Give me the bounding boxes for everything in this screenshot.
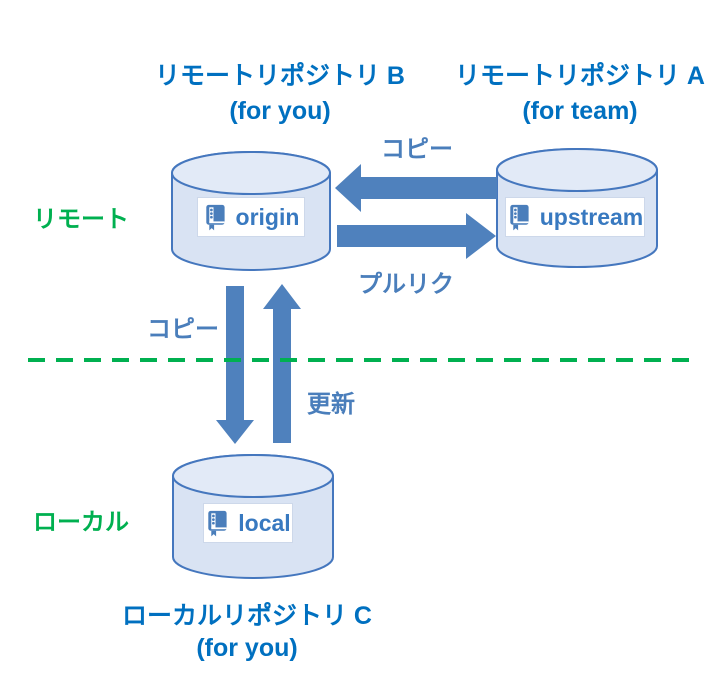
update-arrow-up-icon (263, 284, 301, 443)
origin-repo-name: origin (235, 203, 300, 230)
local-repo-badge: local (203, 503, 293, 543)
remote-repo-a-title: リモートリポジトリ A (454, 62, 705, 90)
origin-cylinder-top (171, 151, 331, 195)
local-repo-name: local (238, 509, 291, 536)
repo-book-icon (208, 510, 227, 536)
copy-arrow-down-icon (216, 286, 254, 444)
remote-repo-b-subtitle: (for you) (229, 97, 331, 125)
upstream-cylinder-top (496, 148, 658, 192)
zone-label-remote: リモート (33, 206, 129, 233)
pull-request-arrow-right-icon (337, 213, 496, 259)
zone-label-local: ローカル (33, 509, 129, 536)
remote-repo-a-subtitle: (for team) (522, 97, 638, 125)
local-repo-c-title: ローカルリポジトリ C (121, 602, 372, 630)
upstream-repo-name: upstream (539, 203, 644, 230)
local-cylinder-top (172, 454, 334, 498)
edge-label-copy-remote: コピー (381, 136, 453, 163)
origin-repo-badge: origin (197, 197, 305, 237)
repo-book-icon (510, 204, 529, 230)
local-repo-c-subtitle: (for you) (196, 634, 298, 662)
edge-label-update: 更新 (307, 391, 355, 418)
copy-arrow-left-icon (335, 164, 497, 212)
upstream-repo-badge: upstream (505, 197, 645, 237)
edge-label-copy-down: コピー (147, 316, 219, 343)
edge-label-pull-request: プルリク (358, 271, 454, 298)
repo-book-icon (205, 204, 225, 230)
remote-repo-b-title: リモートリポジトリ B (154, 62, 405, 90)
